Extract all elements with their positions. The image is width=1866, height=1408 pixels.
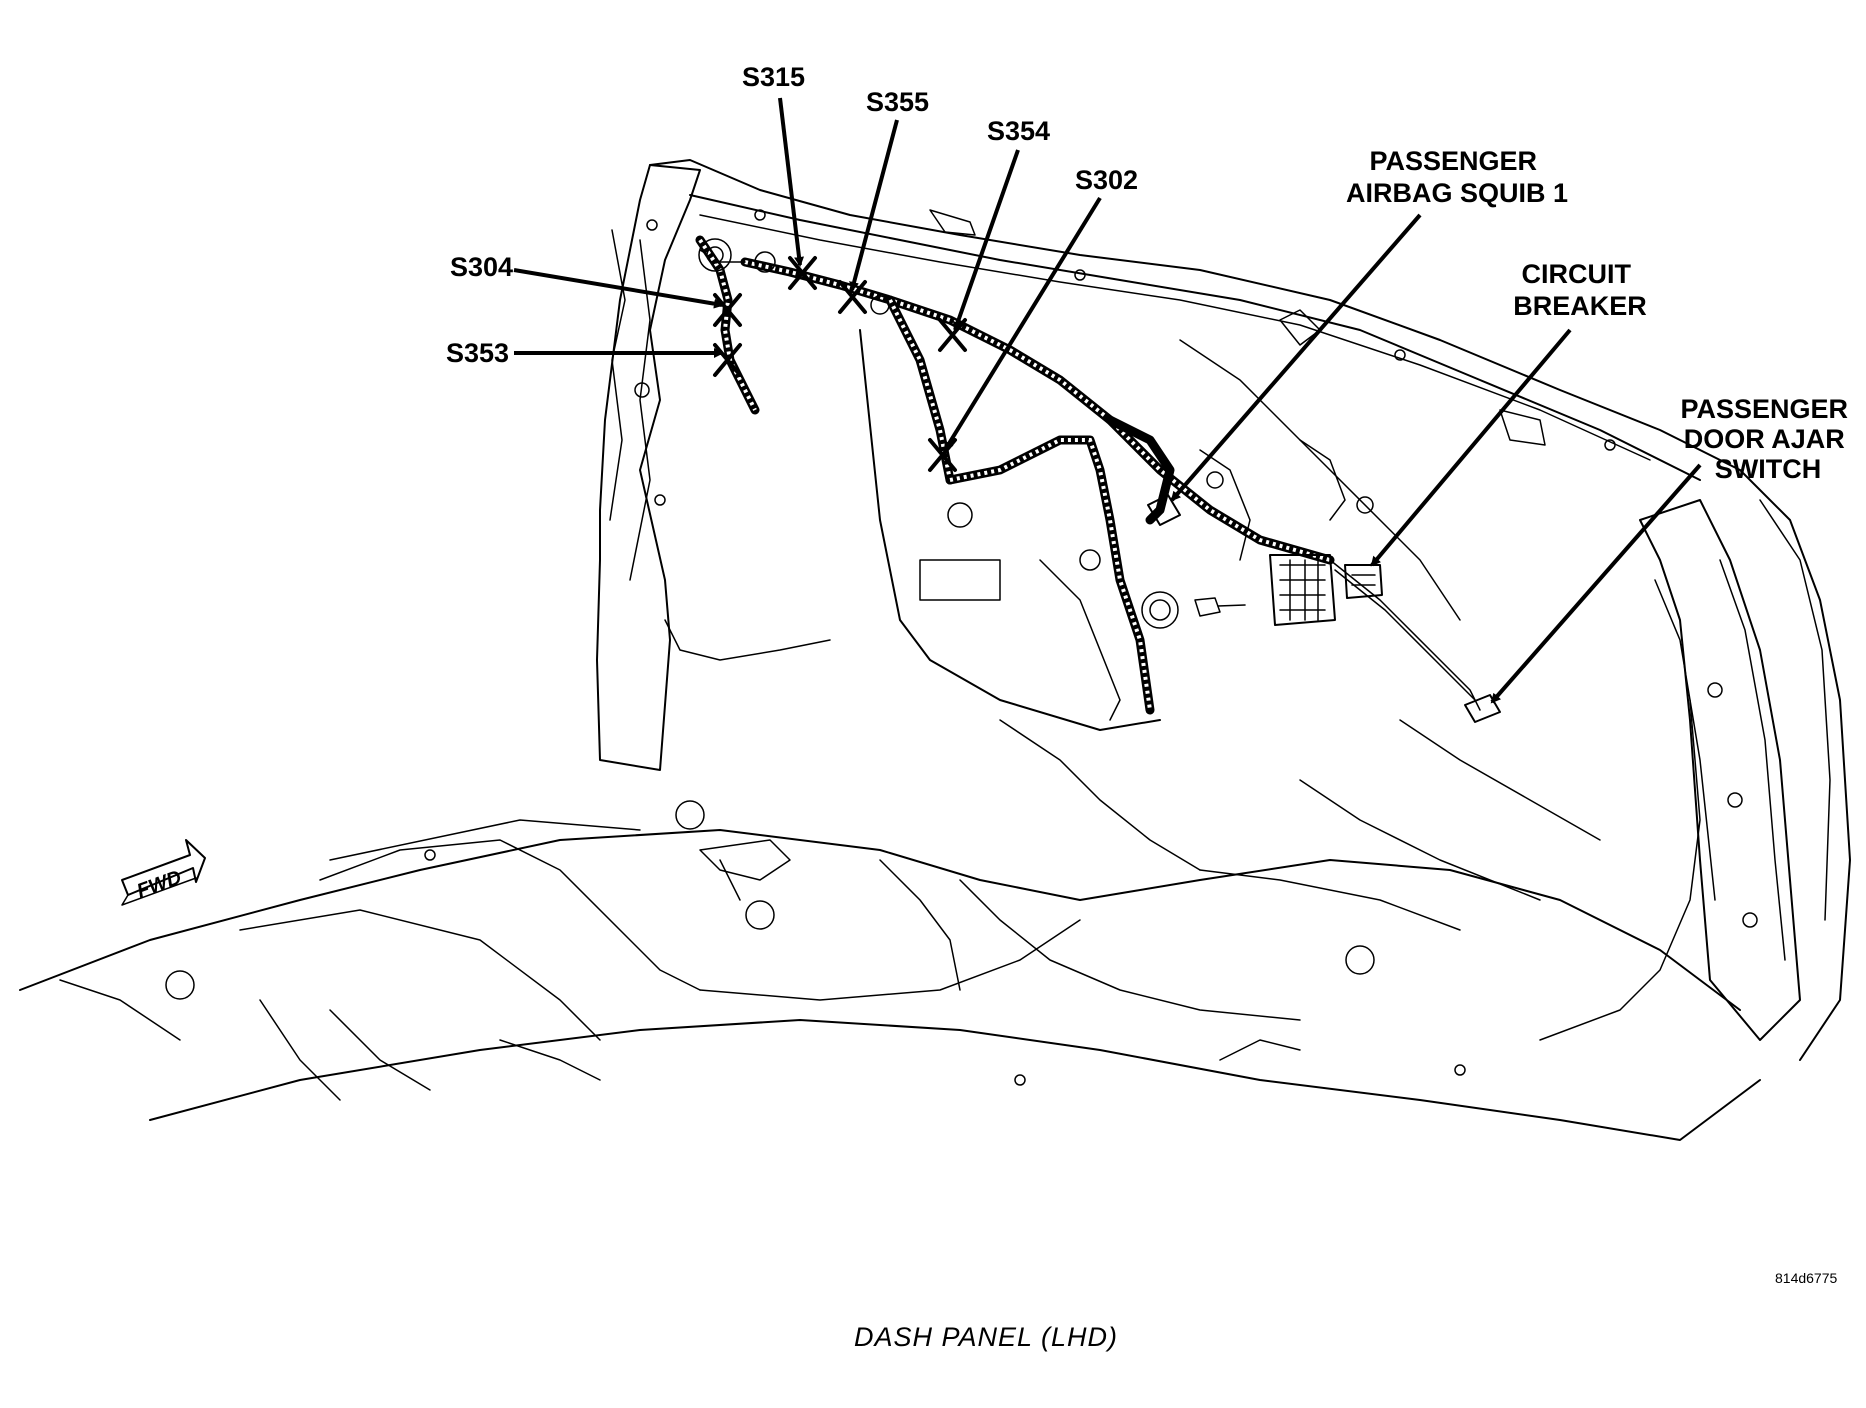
leader-s355	[849, 119, 899, 292]
leader-s315	[778, 97, 805, 267]
leader-s304	[513, 268, 724, 309]
label-s353: S353	[446, 338, 509, 368]
wiring-harness	[695, 235, 1481, 715]
door-ajar-switch-component	[1464, 694, 1501, 723]
label-passenger-airbag-squib-1: PASSENGER AIRBAG SQUIB 1	[1346, 146, 1568, 208]
label-s304: S304	[450, 252, 513, 282]
mounting-bolt	[1194, 597, 1246, 617]
airbag-squib-connector	[1147, 494, 1181, 526]
leader-passenger-door-ajar-switch	[1490, 463, 1702, 704]
fwd-arrow-icon: FWD	[121, 839, 206, 906]
figure-id: 814d6775	[1775, 1270, 1838, 1286]
label-circuit-breaker: CIRCUIT BREAKER	[1513, 259, 1647, 321]
splice-marker-s355	[838, 280, 867, 314]
circuit-breaker-component	[1344, 564, 1383, 599]
leader-circuit-breaker	[1370, 328, 1572, 567]
label-s354: S354	[987, 116, 1050, 146]
junction-block	[1269, 554, 1336, 626]
leader-lines	[513, 97, 1702, 704]
diagram-caption: DASH PANEL (LHD)	[854, 1322, 1118, 1352]
callout-labels: S315 S355 S354 S302 S304 S353 PASSENGER …	[446, 62, 1855, 484]
label-passenger-door-ajar-switch: PASSENGER DOOR AJAR SWITCH	[1680, 394, 1855, 484]
leader-s302	[943, 196, 1102, 452]
label-s315: S315	[742, 62, 805, 92]
leader-passenger-airbag-squib-1	[1170, 213, 1422, 502]
label-s355: S355	[866, 87, 929, 117]
leader-s354	[952, 149, 1020, 332]
label-s302: S302	[1075, 165, 1138, 195]
